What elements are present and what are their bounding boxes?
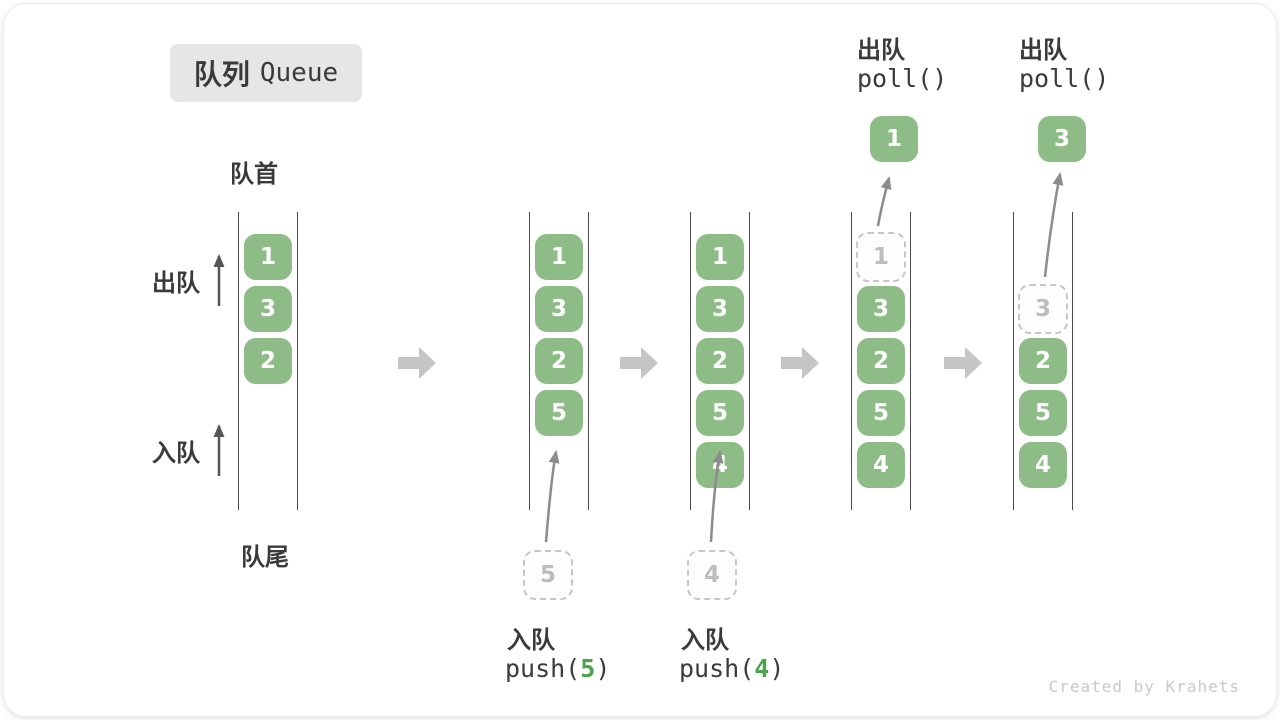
code-arg: 4 [754, 654, 770, 683]
code-close: ) [769, 654, 785, 683]
queue-rails [1013, 212, 1073, 510]
title-badge: 队列 Queue [170, 44, 362, 102]
queue-rails [690, 212, 750, 510]
queue-cell: 1 [244, 234, 292, 280]
queue-cell: 2 [535, 338, 583, 384]
removed-element-ghost: 1 [856, 232, 906, 282]
enqueue-op-code: push(4) [679, 654, 784, 683]
dequeue-direction-label: 出队 [152, 269, 200, 297]
watermark: Created by Krahets [1048, 677, 1240, 696]
queue-cell: 4 [696, 442, 744, 488]
queue-cell: 3 [857, 286, 905, 332]
queue-rails [238, 212, 298, 510]
enqueue-op-code: push(5) [505, 654, 610, 683]
queue-cell: 4 [857, 442, 905, 488]
code-arg: 5 [580, 654, 596, 683]
queue-front-label: 队首 [230, 160, 278, 188]
queue-cell: 1 [535, 234, 583, 280]
dequeue-op-code: poll() [1019, 64, 1110, 93]
queue-cell: 2 [1019, 338, 1067, 384]
incoming-element-ghost: 4 [687, 550, 737, 600]
dequeue-op-code: poll() [857, 64, 948, 93]
queue-rear-label: 队尾 [241, 543, 289, 571]
code-fn: push( [679, 654, 755, 683]
incoming-element-ghost: 5 [523, 550, 573, 600]
dequeue-op-label: 出队 [857, 36, 905, 64]
queue-cell: 3 [696, 286, 744, 332]
popped-element: 1 [870, 116, 918, 162]
dequeue-op-label: 出队 [1019, 36, 1067, 64]
title-en: Queue [259, 58, 339, 88]
queue-cell: 2 [857, 338, 905, 384]
queue-rails [851, 212, 911, 510]
queue-cell: 2 [244, 338, 292, 384]
queue-cell: 5 [535, 390, 583, 436]
queue-cell: 4 [1019, 442, 1067, 488]
queue-rails [529, 212, 589, 510]
enqueue-op-label: 入队 [507, 626, 555, 654]
queue-cell: 5 [1019, 390, 1067, 436]
code-close: ) [595, 654, 611, 683]
queue-cell: 5 [857, 390, 905, 436]
removed-element-ghost: 3 [1018, 284, 1068, 334]
queue-cell: 1 [696, 234, 744, 280]
popped-element: 3 [1038, 116, 1086, 162]
enqueue-op-label: 入队 [681, 626, 729, 654]
code-fn: push( [505, 654, 581, 683]
queue-cell: 3 [535, 286, 583, 332]
queue-cell: 2 [696, 338, 744, 384]
diagram-card [4, 4, 1276, 716]
enqueue-direction-label: 入队 [152, 439, 200, 467]
queue-cell: 3 [244, 286, 292, 332]
queue-cell: 5 [696, 390, 744, 436]
title-zh: 队列 [193, 58, 250, 91]
